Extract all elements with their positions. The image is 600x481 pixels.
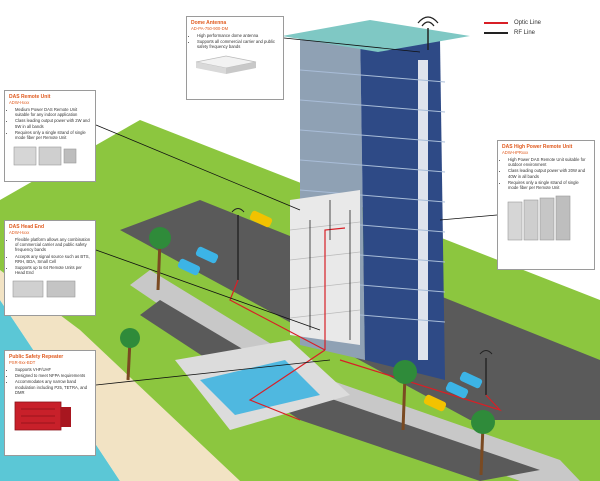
remote-unit-icon: [13, 146, 77, 166]
callout-dome-antenna: Dome Antenna AD-PA-750-900-DM High perfo…: [186, 16, 284, 100]
callout-das-high-power-remote-unit: DAS High Power Remote Unit ADW-HPRxxx Hi…: [497, 140, 595, 270]
dome-model: AD-PA-750-900-DM: [191, 26, 229, 31]
dome-antenna-icon: [195, 55, 257, 74]
psr-title: Public Safety Repeater: [9, 354, 64, 360]
remote-title: DAS Remote Unit: [9, 94, 51, 100]
palm-tree-3: [471, 410, 495, 476]
legend-rf-label: RF Line: [514, 30, 536, 36]
hpr-bullet: High Power DAS Remote Unit suitable for …: [508, 157, 590, 167]
road-front: [140, 300, 540, 481]
remote-bullet: Medium Power DAS Remote Unit suitable fo…: [15, 107, 91, 117]
car-blue-4: [445, 381, 469, 399]
rf-lines: [309, 200, 351, 340]
legend: Optic Line RF Line: [484, 18, 584, 38]
car-yellow-2: [423, 394, 447, 412]
legend-optic-label: Optic Line: [514, 20, 542, 26]
dome-title: Dome Antenna: [191, 20, 227, 26]
headend-bullet: Supports up to 64 Remote Units per Head …: [15, 265, 91, 275]
hpr-bullet: Class leading output power with 20W and …: [508, 168, 590, 178]
sidewalk: [130, 270, 580, 481]
car-blue-3: [459, 371, 483, 389]
rf-swatch: [484, 32, 508, 34]
optic-lines: [229, 227, 502, 421]
psr-bullet: Accommodates any narrow band modulation …: [15, 379, 91, 395]
beach: [0, 270, 240, 481]
dome-bullet: Supports all commercial carrier and publ…: [197, 39, 279, 49]
callout-das-remote-unit: DAS Remote Unit ADW-Hxxx Medium Power DA…: [4, 90, 96, 182]
hpr-model: ADW-HPRxxx: [502, 150, 529, 155]
headend-bullet: Flexible platform allows any combination…: [15, 237, 91, 253]
headend-title: DAS Head End: [9, 224, 45, 230]
dome-bullet: High performance dome antenna: [197, 33, 279, 38]
psr-model: PSR-9xx-BDT: [9, 360, 36, 365]
palm-tree-2: [393, 360, 417, 431]
palm-tree-4: [120, 328, 140, 381]
car-yellow-1: [249, 210, 273, 228]
rooftop-antenna-icon: [417, 16, 439, 50]
remote-bullet: Class leading output power with 2W and 5…: [15, 118, 91, 128]
hpr-bullet: Requires only a single strand of single …: [508, 180, 590, 190]
callout-das-head-end: DAS Head End ADW-Hxxx Flexible platform …: [4, 220, 96, 316]
legend-rf: RF Line: [484, 28, 584, 38]
psr-bullet: Designed to meet NFPA requirements: [15, 373, 91, 378]
hpr-title: DAS High Power Remote Unit: [502, 144, 573, 150]
headend-bullet: Accepts any signal source such as BTS, R…: [15, 254, 91, 264]
car-blue-2: [177, 258, 201, 276]
callout-leaders: [95, 37, 498, 386]
headend-model: ADW-Hxxx: [9, 230, 30, 235]
psr-bullet: Supports VHF/UHF: [15, 367, 91, 372]
remote-model: ADW-Hxxx: [9, 100, 30, 105]
palm-tree-1: [149, 227, 171, 291]
optic-swatch: [484, 22, 508, 24]
street-antenna-right-icon: [479, 350, 493, 395]
legend-optic: Optic Line: [484, 18, 584, 28]
repeater-icon: [14, 401, 71, 431]
street-antenna-left-icon: [231, 208, 245, 280]
callout-public-safety-repeater: Public Safety Repeater PSR-9xx-BDT Suppo…: [4, 350, 96, 456]
remote-bullet: Requires only a single strand of single …: [15, 130, 91, 140]
car-blue-1: [195, 246, 219, 264]
high-power-unit-icon: [507, 195, 571, 241]
head-end-icon: [12, 281, 76, 298]
